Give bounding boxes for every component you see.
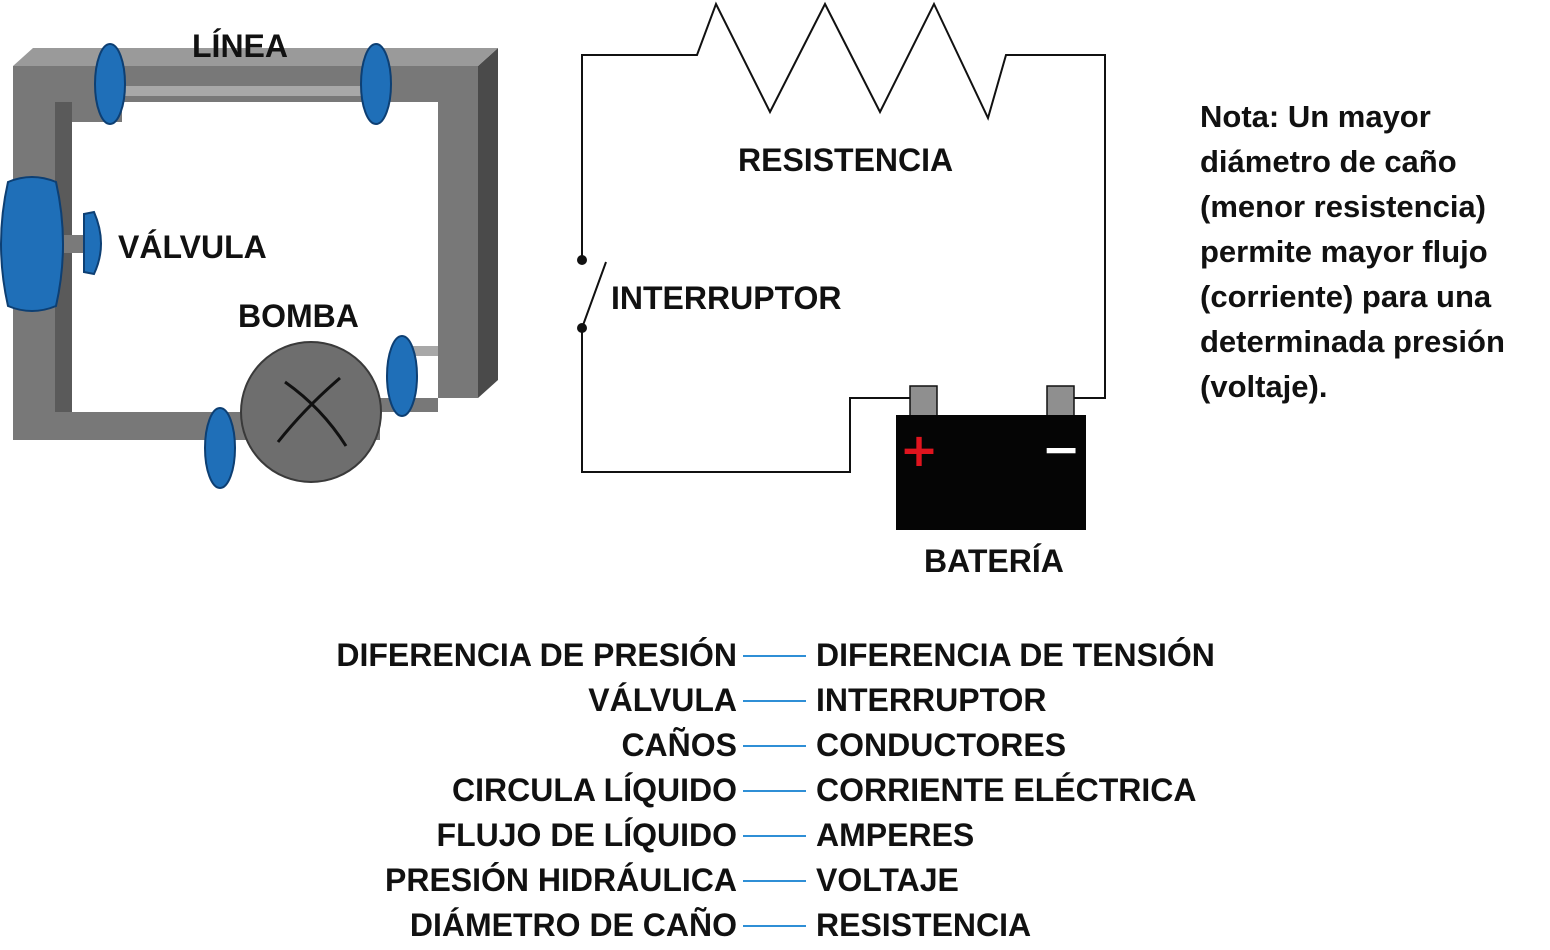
battery-minus-icon: − <box>1042 422 1081 476</box>
hydraulic-circuit: LÍNEA VÁLVULA BOMBA <box>0 28 498 489</box>
connector-line <box>743 835 806 837</box>
connector-line <box>743 745 806 747</box>
label-valvula: VÁLVULA <box>118 229 267 265</box>
battery-plus-icon: + <box>900 423 939 477</box>
label-bateria: BATERÍA <box>924 543 1064 579</box>
pipe-side-face <box>478 48 498 398</box>
electric-term: AMPERES <box>816 817 975 853</box>
connector-line <box>743 925 806 927</box>
flange-top-left <box>94 43 126 125</box>
hydraulic-term: CIRCULA LÍQUIDO <box>451 772 737 808</box>
equivalence-row: FLUJO DE LÍQUIDO AMPERES <box>0 813 1550 858</box>
flange-pump-left <box>204 407 236 489</box>
equivalence-row: DIÁMETRO DE CAÑO RESISTENCIA <box>0 903 1550 948</box>
electric-term: RESISTENCIA <box>816 907 1032 943</box>
battery-terminal-positive <box>909 385 938 417</box>
hydraulic-term: PRESIÓN HIDRÁULICA <box>384 862 737 898</box>
note-line: (menor resistencia) <box>1200 189 1486 224</box>
hydraulic-term: FLUJO DE LÍQUIDO <box>436 817 737 853</box>
note-line: diámetro de caño <box>1200 144 1457 179</box>
note-line: Nota: Un mayor <box>1200 99 1431 134</box>
flange-top-right <box>360 43 392 125</box>
electric-term: CORRIENTE ELÉCTRICA <box>816 772 1197 808</box>
pump <box>240 341 382 483</box>
valve <box>0 176 102 312</box>
hydraulic-term: DIÁMETRO DE CAÑO <box>409 907 737 943</box>
note-line: (corriente) para una <box>1200 279 1492 314</box>
battery-terminal-negative <box>1046 385 1075 417</box>
label-bomba: BOMBA <box>238 298 359 334</box>
switch <box>577 255 607 333</box>
label-linea: LÍNEA <box>192 28 288 64</box>
equivalence-row: CIRCULA LÍQUIDO CORRIENTE ELÉCTRICA <box>0 768 1550 813</box>
pipe-inner-highlight-top <box>120 86 378 96</box>
connector-line <box>743 700 806 702</box>
connector-line <box>743 880 806 882</box>
electric-term: VOLTAJE <box>816 862 959 898</box>
hydraulic-term: DIFERENCIA DE PRESIÓN <box>336 637 737 673</box>
note: Nota: Un mayor diámetro de caño (menor r… <box>1200 94 1545 409</box>
equivalence-list: DIFERENCIA DE PRESIÓN DIFERENCIA DE TENS… <box>0 633 1550 948</box>
hydraulic-term: CAÑOS <box>621 727 737 763</box>
electric-term: INTERRUPTOR <box>816 682 1047 718</box>
valve-handle-icon <box>83 210 102 276</box>
battery-body <box>896 415 1086 530</box>
pipe-inner-highlight-right <box>410 346 438 356</box>
label-resistencia: RESISTENCIA <box>738 142 953 178</box>
note-line: determinada presión <box>1200 324 1505 359</box>
equivalence-row: DIFERENCIA DE PRESIÓN DIFERENCIA DE TENS… <box>0 633 1550 678</box>
electric-circuit: + − RESISTENCIA INTERRUPTOR BATERÍA <box>577 1 1106 579</box>
wire-main <box>581 1 1106 399</box>
note-line: (voltaje). <box>1200 369 1328 404</box>
wire-bottom <box>581 328 910 473</box>
label-interruptor: INTERRUPTOR <box>611 280 842 316</box>
pump-impeller-icon <box>276 376 348 447</box>
connector-line <box>743 790 806 792</box>
electric-term: CONDUCTORES <box>816 727 1067 763</box>
connector-line <box>743 655 806 657</box>
equivalence-row: CAÑOS CONDUCTORES <box>0 723 1550 768</box>
equivalence-row: PRESIÓN HIDRÁULICA VOLTAJE <box>0 858 1550 903</box>
battery: + − <box>896 385 1086 530</box>
hydraulic-term: VÁLVULA <box>588 682 737 718</box>
electric-term: DIFERENCIA DE TENSIÓN <box>816 637 1215 673</box>
equivalence-row: VÁLVULA INTERRUPTOR <box>0 678 1550 723</box>
note-line: permite mayor flujo <box>1200 234 1488 269</box>
flange-pump-right <box>386 335 418 417</box>
